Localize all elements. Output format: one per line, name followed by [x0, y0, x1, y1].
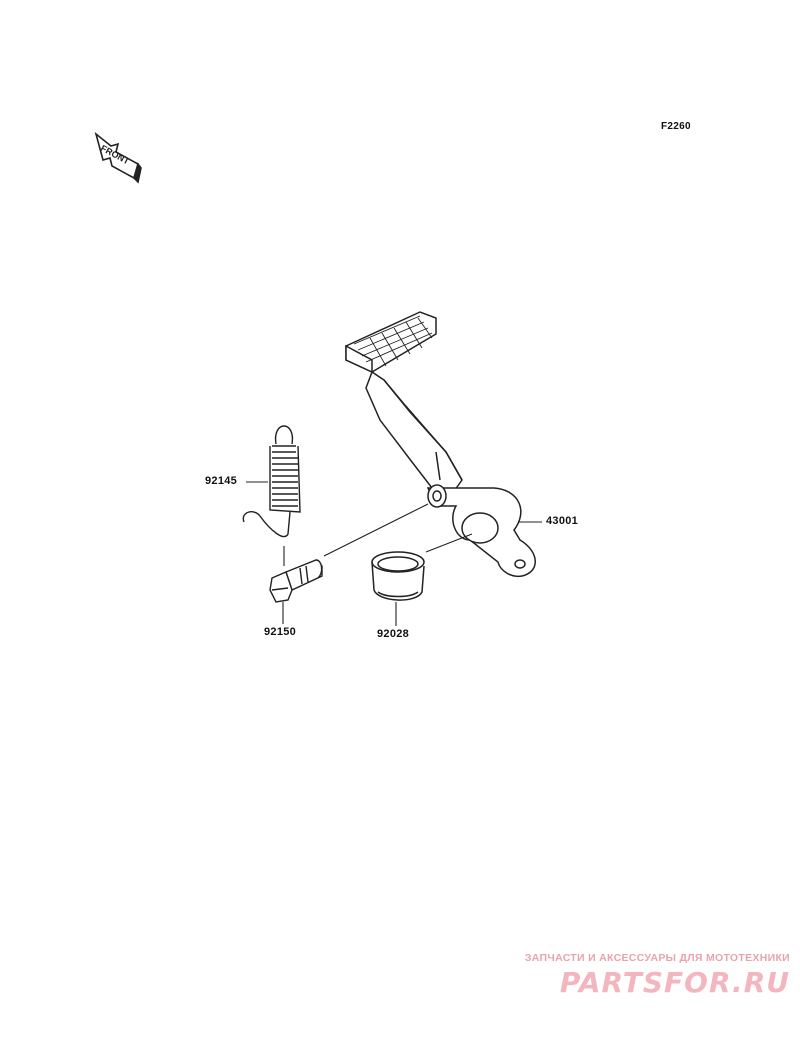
- bolt: [269, 559, 323, 603]
- watermark-tagline: ЗАПЧАСТИ И АКСЕССУАРЫ ДЛЯ МОТОТЕХНИКИ: [524, 952, 790, 964]
- watermark-logo: PARTSFOR.RU: [559, 966, 790, 999]
- spring: [242, 425, 301, 538]
- figure-code: F2260: [661, 121, 691, 132]
- part-label-92028[interactable]: 92028: [377, 628, 410, 640]
- part-label-92150[interactable]: 92150: [264, 626, 297, 638]
- part-label-43001[interactable]: 43001: [546, 515, 579, 527]
- bushing: [371, 551, 425, 601]
- front-arrow-icon: FRONT: [94, 131, 142, 184]
- part-label-92145[interactable]: 92145: [205, 475, 238, 487]
- leader-lines: [246, 481, 542, 626]
- brake-pedal: [345, 311, 536, 578]
